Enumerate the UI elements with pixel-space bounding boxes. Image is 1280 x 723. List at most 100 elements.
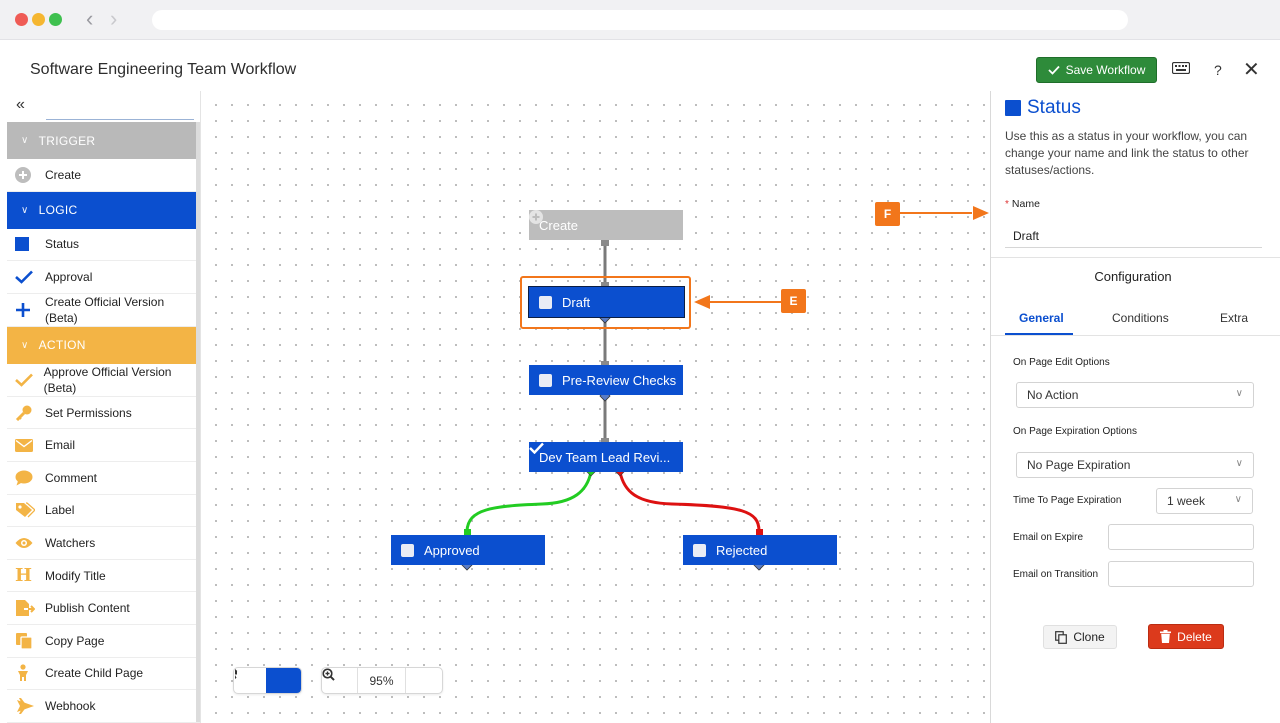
plus-icon <box>15 302 45 318</box>
divider <box>991 257 1280 258</box>
node-dev-lead-label: Dev Team Lead Revi... <box>539 449 671 465</box>
port <box>601 361 609 368</box>
tab-extra[interactable]: Extra <box>1220 311 1249 325</box>
section-logic[interactable]: ∨ LOGIC <box>7 191 200 229</box>
node-draft[interactable]: Draft <box>528 286 685 318</box>
annotation-badge-e: E <box>781 289 806 313</box>
page-expiration-options-label: On Page Expiration Options <box>1013 426 1137 437</box>
palette-item-label: Approve Official Version (Beta) <box>43 364 172 395</box>
pan-hand-tool[interactable] <box>235 668 301 693</box>
node-create-label: Create <box>539 217 579 233</box>
palette-item-label: Modify Title <box>45 568 106 583</box>
plus-circle-icon <box>15 166 45 183</box>
node-dev-team-lead-review[interactable]: Dev Team Lead Revi... <box>529 442 683 472</box>
email-on-expire-input[interactable] <box>1108 524 1254 550</box>
page-expiration-options-select[interactable]: No Page Expiration ∨ <box>1016 452 1254 478</box>
check-icon <box>15 270 45 284</box>
palette-toolbar: « <box>7 91 200 122</box>
palette-item-label: Copy Page <box>45 633 105 648</box>
port <box>601 238 609 246</box>
palette-item-create[interactable]: Create <box>7 159 200 192</box>
email-on-transition-input[interactable] <box>1108 561 1254 587</box>
workflow-canvas[interactable]: Create Draft Pre-Review Checks Dev Team … <box>202 91 989 723</box>
port <box>756 529 763 536</box>
palette-item-approve-official-version[interactable]: Approve Official Version (Beta) <box>7 364 200 397</box>
time-to-expiration-select[interactable]: 1 week ∨ <box>1156 488 1253 514</box>
chevron-down-icon: ∨ <box>21 339 29 351</box>
palette-item-publish-content[interactable]: Publish Content <box>7 592 200 625</box>
palette-item-status[interactable]: Status <box>7 229 200 262</box>
palette-scrollbar[interactable] <box>196 122 200 722</box>
zoom-out-button[interactable] <box>322 668 442 693</box>
port <box>601 282 609 289</box>
palette-item-copy-page[interactable]: Copy Page <box>7 625 200 658</box>
section-action[interactable]: ∨ ACTION <box>7 326 200 364</box>
palette-item-email[interactable]: Email <box>7 429 200 462</box>
save-workflow-button[interactable]: Save Workflow <box>1036 57 1157 83</box>
tag-icon <box>15 502 45 518</box>
window-maximize-dot[interactable] <box>49 13 62 26</box>
clone-button[interactable]: Clone <box>1043 625 1117 649</box>
trash-icon <box>1160 630 1172 643</box>
palette-item-label[interactable]: Label <box>7 495 200 528</box>
status-square-icon <box>401 543 414 557</box>
palette-item-label: Create Official Version (Beta) <box>44 294 165 325</box>
required-asterisk: * <box>1005 199 1009 210</box>
palette-item-watchers[interactable]: Watchers <box>7 527 200 560</box>
node-pre-review-label: Pre-Review Checks <box>562 372 677 388</box>
zoom-toolbar: 95% <box>321 667 443 694</box>
chevron-down-icon: ∨ <box>1234 494 1242 505</box>
page-expiration-options-value: No Page Expiration <box>1027 458 1131 472</box>
help-icon[interactable]: ? <box>1214 62 1222 78</box>
window-minimize-dot[interactable] <box>32 13 45 26</box>
connections-layer <box>461 206 989 571</box>
tab-general[interactable]: General <box>1019 311 1064 325</box>
node-pre-review-checks[interactable]: Pre-Review Checks <box>529 365 683 395</box>
panel-title-text: Status <box>1027 97 1081 118</box>
edge-devlead-approved <box>465 471 593 532</box>
collapse-double-chevron-icon[interactable]: « <box>16 96 25 113</box>
page-edit-options-value: No Action <box>1027 388 1079 402</box>
forward-arrow-icon[interactable]: › <box>110 6 118 31</box>
palette-item-modify-title[interactable]: H Modify Title <box>7 560 200 593</box>
file-export-icon <box>15 599 45 617</box>
chevron-down-icon: ∨ <box>1235 388 1243 399</box>
palette-item-label: Create <box>45 167 82 182</box>
palette-item-label: Create Child Page <box>45 666 144 681</box>
node-approved[interactable]: Approved <box>391 535 545 565</box>
palette-search-input[interactable] <box>46 100 194 120</box>
close-icon[interactable]: ✕ <box>1243 59 1260 81</box>
node-rejected[interactable]: Rejected <box>683 535 837 565</box>
delete-button[interactable]: Delete <box>1148 624 1224 649</box>
palette-item-create-child-page[interactable]: Create Child Page <box>7 658 200 691</box>
plane-icon <box>15 697 45 715</box>
chevron-down-icon: ∨ <box>1235 458 1243 469</box>
name-field-label: *Name <box>1005 198 1040 210</box>
address-bar[interactable] <box>152 10 1128 30</box>
panel-title: Status <box>1005 97 1081 119</box>
keyboard-icon[interactable] <box>1171 61 1191 79</box>
annotation-arrowhead-f <box>973 206 989 220</box>
panel-description: Use this as a status in your workflow, y… <box>1005 129 1249 177</box>
name-input[interactable] <box>1005 224 1262 248</box>
tab-conditions[interactable]: Conditions <box>1112 311 1169 325</box>
palette-item-label: Set Permissions <box>45 405 132 420</box>
envelope-icon <box>15 438 45 452</box>
page-edit-options-select[interactable]: No Action ∨ <box>1016 382 1254 408</box>
back-arrow-icon[interactable]: ‹ <box>86 6 94 31</box>
palette-item-create-official-version[interactable]: Create Official Version (Beta) <box>7 294 200 327</box>
pointer-mode-toolbar <box>233 667 302 694</box>
node-palette: « ∨ TRIGGER Create ∨ LOGIC Status Approv… <box>7 91 201 723</box>
palette-item-set-permissions[interactable]: Set Permissions <box>7 397 200 430</box>
name-label-text: Name <box>1011 198 1040 210</box>
window-close-dot[interactable] <box>15 13 28 26</box>
child-icon <box>15 664 45 682</box>
palette-item-label: Status <box>45 237 80 252</box>
palette-item-approval[interactable]: Approval <box>7 261 200 294</box>
palette-item-webhook[interactable]: Webhook <box>7 690 200 723</box>
time-to-expiration-value: 1 week <box>1167 494 1206 508</box>
plus-circle-icon <box>529 210 543 224</box>
palette-item-comment[interactable]: Comment <box>7 462 200 495</box>
section-trigger[interactable]: ∨ TRIGGER <box>7 122 200 159</box>
node-create[interactable]: Create <box>529 210 683 240</box>
